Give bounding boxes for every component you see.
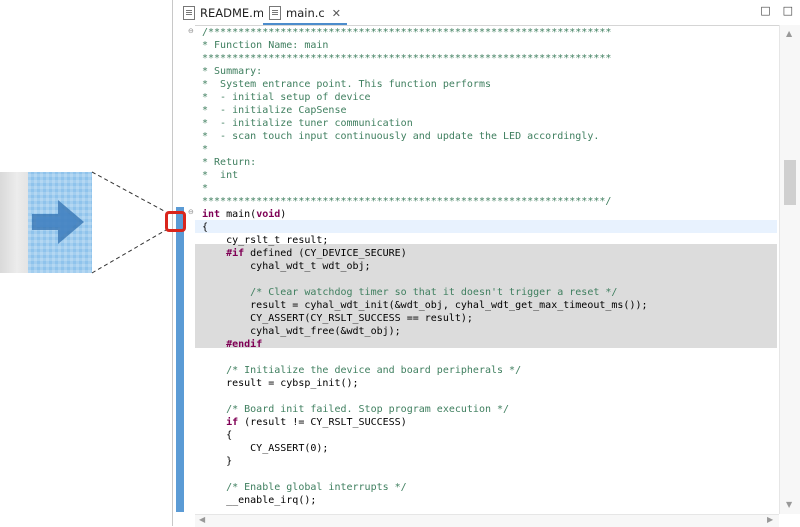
code-line[interactable]: { [202,222,209,233]
maximize-icon[interactable]: □ [782,4,793,17]
tab-bar: README.md main.c ✕ □ □ [173,0,800,26]
scroll-left-icon[interactable]: ◀ [199,515,206,524]
window-buttons: □ □ [760,4,793,17]
vertical-scrollbar[interactable]: ▲ ▼ [779,25,800,514]
code-line[interactable]: * Summary: [202,66,263,77]
code-line[interactable]: * System entrance point. This function p… [202,79,491,90]
scroll-right-icon[interactable]: ▶ [767,515,774,524]
code-line[interactable]: CY_ASSERT(CY_RSLT_SUCCESS == result); [202,313,473,324]
fold-collapse-icon[interactable]: ⊖ [188,208,194,216]
scroll-down-icon[interactable]: ▼ [786,500,793,509]
code-line[interactable]: int main(void) [202,209,287,220]
code-line[interactable]: result = cyhal_wdt_init(&wdt_obj, cyhal_… [202,300,648,311]
code-line[interactable]: #endif [226,339,263,350]
code-line[interactable]: * [202,144,209,155]
code-line[interactable]: } [202,456,233,467]
scroll-up-icon[interactable]: ▲ [786,29,793,38]
tab-label: main.c [286,6,325,20]
change-bar [176,207,184,512]
code-line[interactable]: * - scan touch input continuously and up… [202,131,600,142]
file-icon [183,6,195,20]
code-line[interactable]: ****************************************… [202,196,612,207]
scroll-thumb[interactable] [784,160,796,205]
zoom-callout [0,172,92,273]
code-line[interactable]: * - initialize tuner communication [202,118,413,129]
code-line[interactable]: * [202,183,209,194]
code-line[interactable]: result = cybsp_init(); [202,378,359,389]
horizontal-scrollbar[interactable]: ◀ ▶ [195,514,779,527]
fold-collapse-icon[interactable]: ⊖ [188,27,194,35]
code-line[interactable]: /* Initialize the device and board perip… [202,365,522,376]
code-line[interactable]: cyhal_wdt_free(&wdt_obj); [202,326,401,337]
file-icon [269,6,281,20]
inactive-code-block [195,244,777,348]
code-line[interactable]: { [202,430,233,441]
tab-readme[interactable]: README.md [177,3,277,23]
tab-label: README.md [200,6,272,20]
code-line[interactable]: if (result != CY_RSLT_SUCCESS) [226,417,407,428]
current-line-highlight [195,220,777,233]
code-line[interactable]: * Return: [202,157,257,168]
code-line[interactable]: * - initialize CapSense [202,105,347,116]
tab-main-c[interactable]: main.c ✕ [263,3,347,25]
code-line[interactable]: CY_ASSERT(0); [202,443,329,454]
code-line[interactable]: /* Enable global interrupts */ [202,482,407,493]
code-line[interactable]: /* Clear watchdog timer so that it doesn… [202,287,618,298]
code-line[interactable]: /* Board init failed. Stop program execu… [202,404,510,415]
code-line[interactable]: __enable_irq(); [202,495,317,506]
code-line[interactable]: * int [202,170,239,181]
code-line[interactable]: * - initial setup of device [202,92,371,103]
code-line[interactable]: * Function Name: main [202,40,329,51]
code-line[interactable]: cyhal_wdt_t wdt_obj; [202,261,371,272]
code-line[interactable]: ****************************************… [202,53,612,64]
minimize-icon[interactable]: □ [760,4,771,17]
zoom-gutter-strip [0,172,28,273]
code-line[interactable]: #if defined (CY_DEVICE_SECURE) [226,248,407,259]
code-area[interactable]: /***************************************… [195,25,779,514]
code-line[interactable]: /***************************************… [202,27,612,38]
code-line[interactable]: cy_rslt_t result; [202,235,329,246]
editor-window: README.md main.c ✕ □ □ ⊖ ⊖ /************… [172,0,800,527]
zoom-fold-arrow-icon [32,200,84,244]
close-icon[interactable]: ✕ [331,6,341,20]
highlight-annotation-box [165,211,186,232]
